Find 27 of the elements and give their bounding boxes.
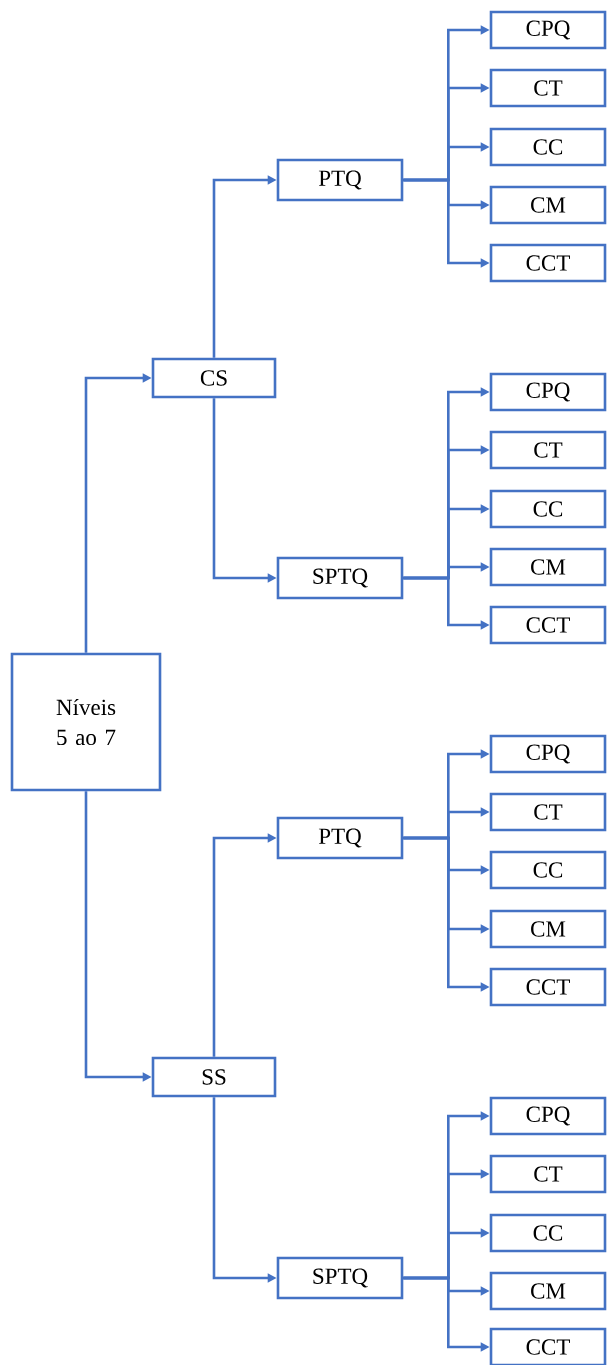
leaf-box: CCT — [489, 605, 607, 645]
leaf-box: CM — [489, 185, 607, 225]
leaf-box: CM — [489, 909, 607, 949]
root-box: Níveis 5 ao 7 — [10, 652, 162, 792]
leaf-box: CT — [489, 792, 607, 832]
leaf-box: CPQ — [489, 10, 607, 50]
leaf-box: CT — [489, 430, 607, 470]
category-box: CS — [151, 357, 277, 399]
leaf-box: CC — [489, 127, 607, 167]
subcategory-box: SPTQ — [276, 556, 404, 600]
leaf-box: CC — [489, 850, 607, 890]
category-box: SS — [151, 1056, 277, 1098]
subcategory-box: SPTQ — [276, 1256, 404, 1300]
leaf-box: CPQ — [489, 372, 607, 412]
leaf-box: CC — [489, 1213, 607, 1253]
subcategory-box: PTQ — [276, 816, 404, 860]
leaf-box: CCT — [489, 243, 607, 283]
leaf-box: CCT — [489, 967, 607, 1007]
leaf-box: CT — [489, 1154, 607, 1194]
leaf-box: CCT — [489, 1327, 607, 1365]
leaf-box: CM — [489, 547, 607, 587]
leaf-box: CM — [489, 1271, 607, 1311]
leaf-box: CC — [489, 489, 607, 529]
subcategory-box: PTQ — [276, 158, 404, 202]
leaf-box: CPQ — [489, 734, 607, 774]
leaf-box: CT — [489, 68, 607, 108]
leaf-box: CPQ — [489, 1096, 607, 1136]
